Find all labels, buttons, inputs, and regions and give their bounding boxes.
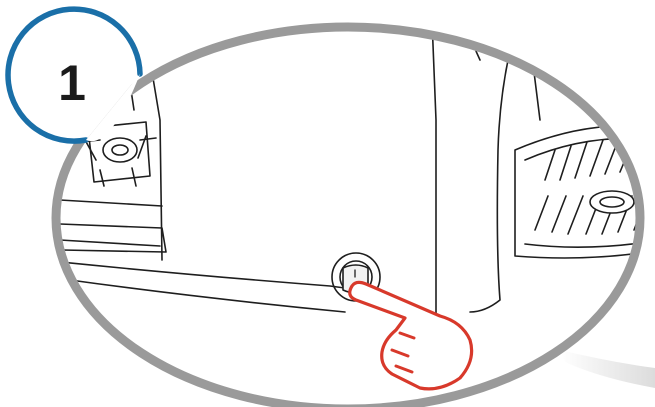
machine-body-edge — [432, 20, 436, 318]
tower-outer-edge — [470, 20, 480, 60]
machine-base-shadow-line — [70, 280, 345, 312]
left-drawer-bottom — [60, 240, 160, 246]
magnifier-lens — [56, 27, 640, 407]
left-panel-edge — [150, 60, 162, 260]
pointing-hand-icon — [350, 282, 472, 388]
machine-closeup — [60, 20, 655, 318]
lens-shadow — [560, 350, 655, 388]
left-drawer-top — [60, 200, 162, 206]
tower-inner-line — [530, 40, 540, 120]
step-number: 1 — [58, 55, 86, 111]
left-drawer-lower — [60, 224, 166, 252]
